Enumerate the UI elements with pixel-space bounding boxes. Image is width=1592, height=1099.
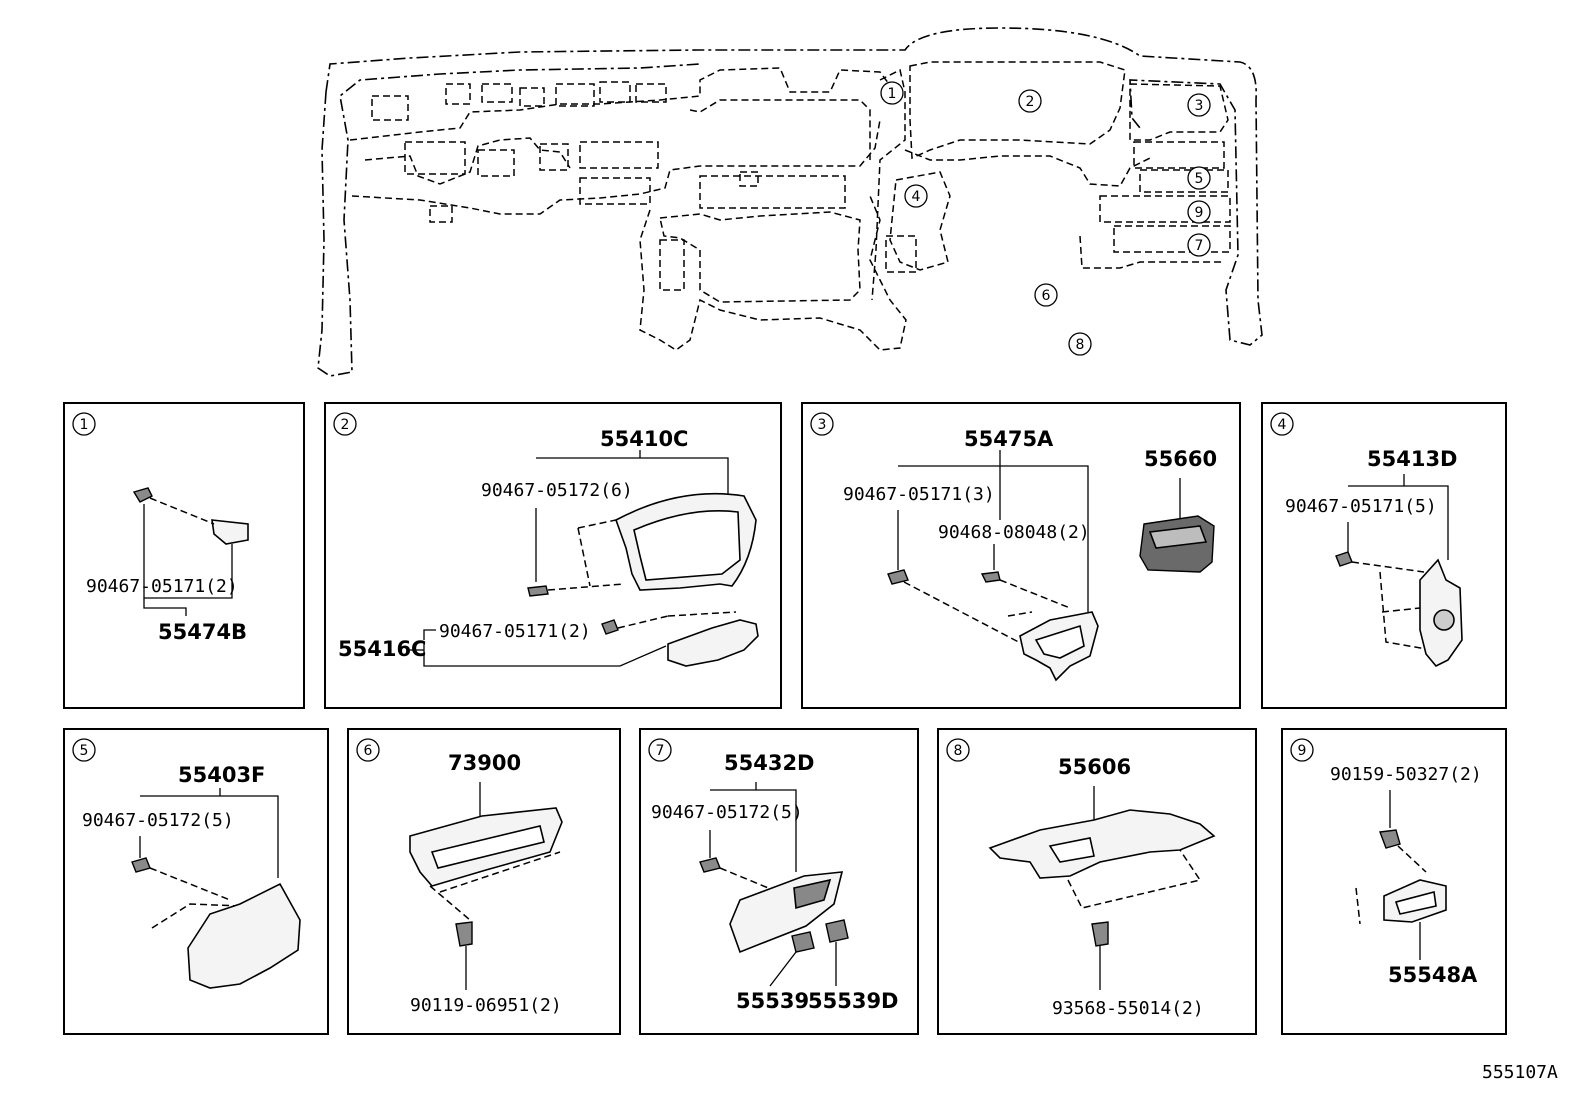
panel-8: 8 55606 93568-55014(2) — [937, 728, 1257, 1035]
fastener-label: 90467-05171(2) — [86, 576, 238, 597]
part-a-label: 55539 — [736, 989, 809, 1013]
overview-callout-4: 4 — [904, 184, 928, 208]
overview-callout-7: 7 — [1187, 233, 1211, 257]
assembly-label: 55606 — [1058, 755, 1131, 779]
overview-callout-8: 8 — [1068, 332, 1092, 356]
svg-text:9: 9 — [1195, 205, 1204, 221]
fastener-label: 90467-05171(5) — [1285, 496, 1437, 517]
svg-text:4: 4 — [912, 189, 921, 205]
assembly-label: 73900 — [448, 751, 521, 775]
fastener-a-label: 90467-05171(3) — [843, 484, 995, 505]
switch-55539-shape — [791, 931, 815, 953]
part-55474B-shape — [211, 519, 249, 545]
part-b-label: 55660 — [1144, 447, 1217, 471]
panel-4: 4 55413D 90467-05171(5) — [1261, 402, 1507, 709]
svg-text:5: 5 — [1195, 171, 1204, 187]
lower-cover-shape — [667, 619, 759, 667]
overview-callout-2: 2 — [1018, 89, 1042, 113]
assembly-label: 55432D — [724, 751, 815, 775]
svg-text:2: 2 — [1026, 94, 1035, 110]
panel-6: 6 73900 90119-06951(2) — [347, 728, 621, 1035]
panel-4-number: 4 — [1278, 417, 1287, 433]
part-b-label: 55416C — [338, 637, 426, 661]
overview-callout-6: 6 — [1034, 283, 1058, 307]
corner-cover-shape — [187, 882, 301, 989]
overview-callout-5: 5 — [1187, 166, 1211, 190]
panel-7: 7 55432D 90467-05172(5) 55539 55539D — [639, 728, 919, 1035]
svg-text:6: 6 — [1042, 288, 1051, 304]
part-b-label: 55539D — [808, 989, 899, 1013]
svg-text:3: 3 — [1195, 98, 1204, 114]
overview-callout-3: 3 — [1187, 93, 1211, 117]
panel-3-number: 3 — [818, 417, 827, 433]
panel-2-number: 2 — [341, 417, 350, 433]
fastener-label: 90467-05172(5) — [651, 802, 803, 823]
panel-2: 2 55410C 90467-05172(6) 90467-05171(2) 5… — [324, 402, 782, 709]
fastener-b-label: 90468-08048(2) — [938, 522, 1090, 543]
clip-icon — [132, 487, 153, 503]
fastener-a-label: 90467-05172(6) — [481, 480, 633, 501]
overview-callout-1: 1 — [880, 81, 904, 105]
assembly-label: 55403F — [178, 763, 265, 787]
overview-callout-9: 9 — [1187, 200, 1211, 224]
panel-1-number: 1 — [80, 417, 89, 433]
switch-55539D-shape — [825, 919, 849, 943]
panel-5: 5 55403F 90467-05172(5) — [63, 728, 329, 1035]
panel-6-number: 6 — [364, 743, 373, 759]
panel-3: 3 55475A 90467-05171(3) 90468-08048(2) 5… — [801, 402, 1241, 709]
fastener-label: 90159-50327(2) — [1330, 764, 1482, 785]
instrument-panel-overview — [317, 27, 1263, 377]
svg-text:7: 7 — [1195, 238, 1204, 254]
part-label: 55474B — [158, 620, 247, 644]
fastener-label: 93568-55014(2) — [1052, 998, 1204, 1019]
assembly-label: 55475A — [964, 427, 1054, 451]
panel-9-number: 9 — [1298, 743, 1307, 759]
figure-code: 555107A — [1482, 1062, 1558, 1083]
panel-1: 1 90467-05171(2) 55474B — [63, 402, 305, 709]
fastener-label: 90119-06951(2) — [410, 995, 562, 1016]
assembly-label: 55410C — [600, 427, 688, 451]
reinforcement-shape — [988, 809, 1216, 879]
panel-9: 9 90159-50327(2) 55548A — [1281, 728, 1507, 1035]
svg-text:8: 8 — [1076, 337, 1085, 353]
fastener-label: 90467-05172(5) — [82, 810, 234, 831]
svg-text:1: 1 — [888, 86, 897, 102]
panel-5-number: 5 — [80, 743, 89, 759]
part-label: 55548A — [1388, 963, 1478, 987]
panel-8-number: 8 — [954, 743, 963, 759]
fastener-b-label: 90467-05171(2) — [439, 621, 591, 642]
assembly-label: 55413D — [1367, 447, 1458, 471]
panel-7-number: 7 — [656, 743, 665, 759]
